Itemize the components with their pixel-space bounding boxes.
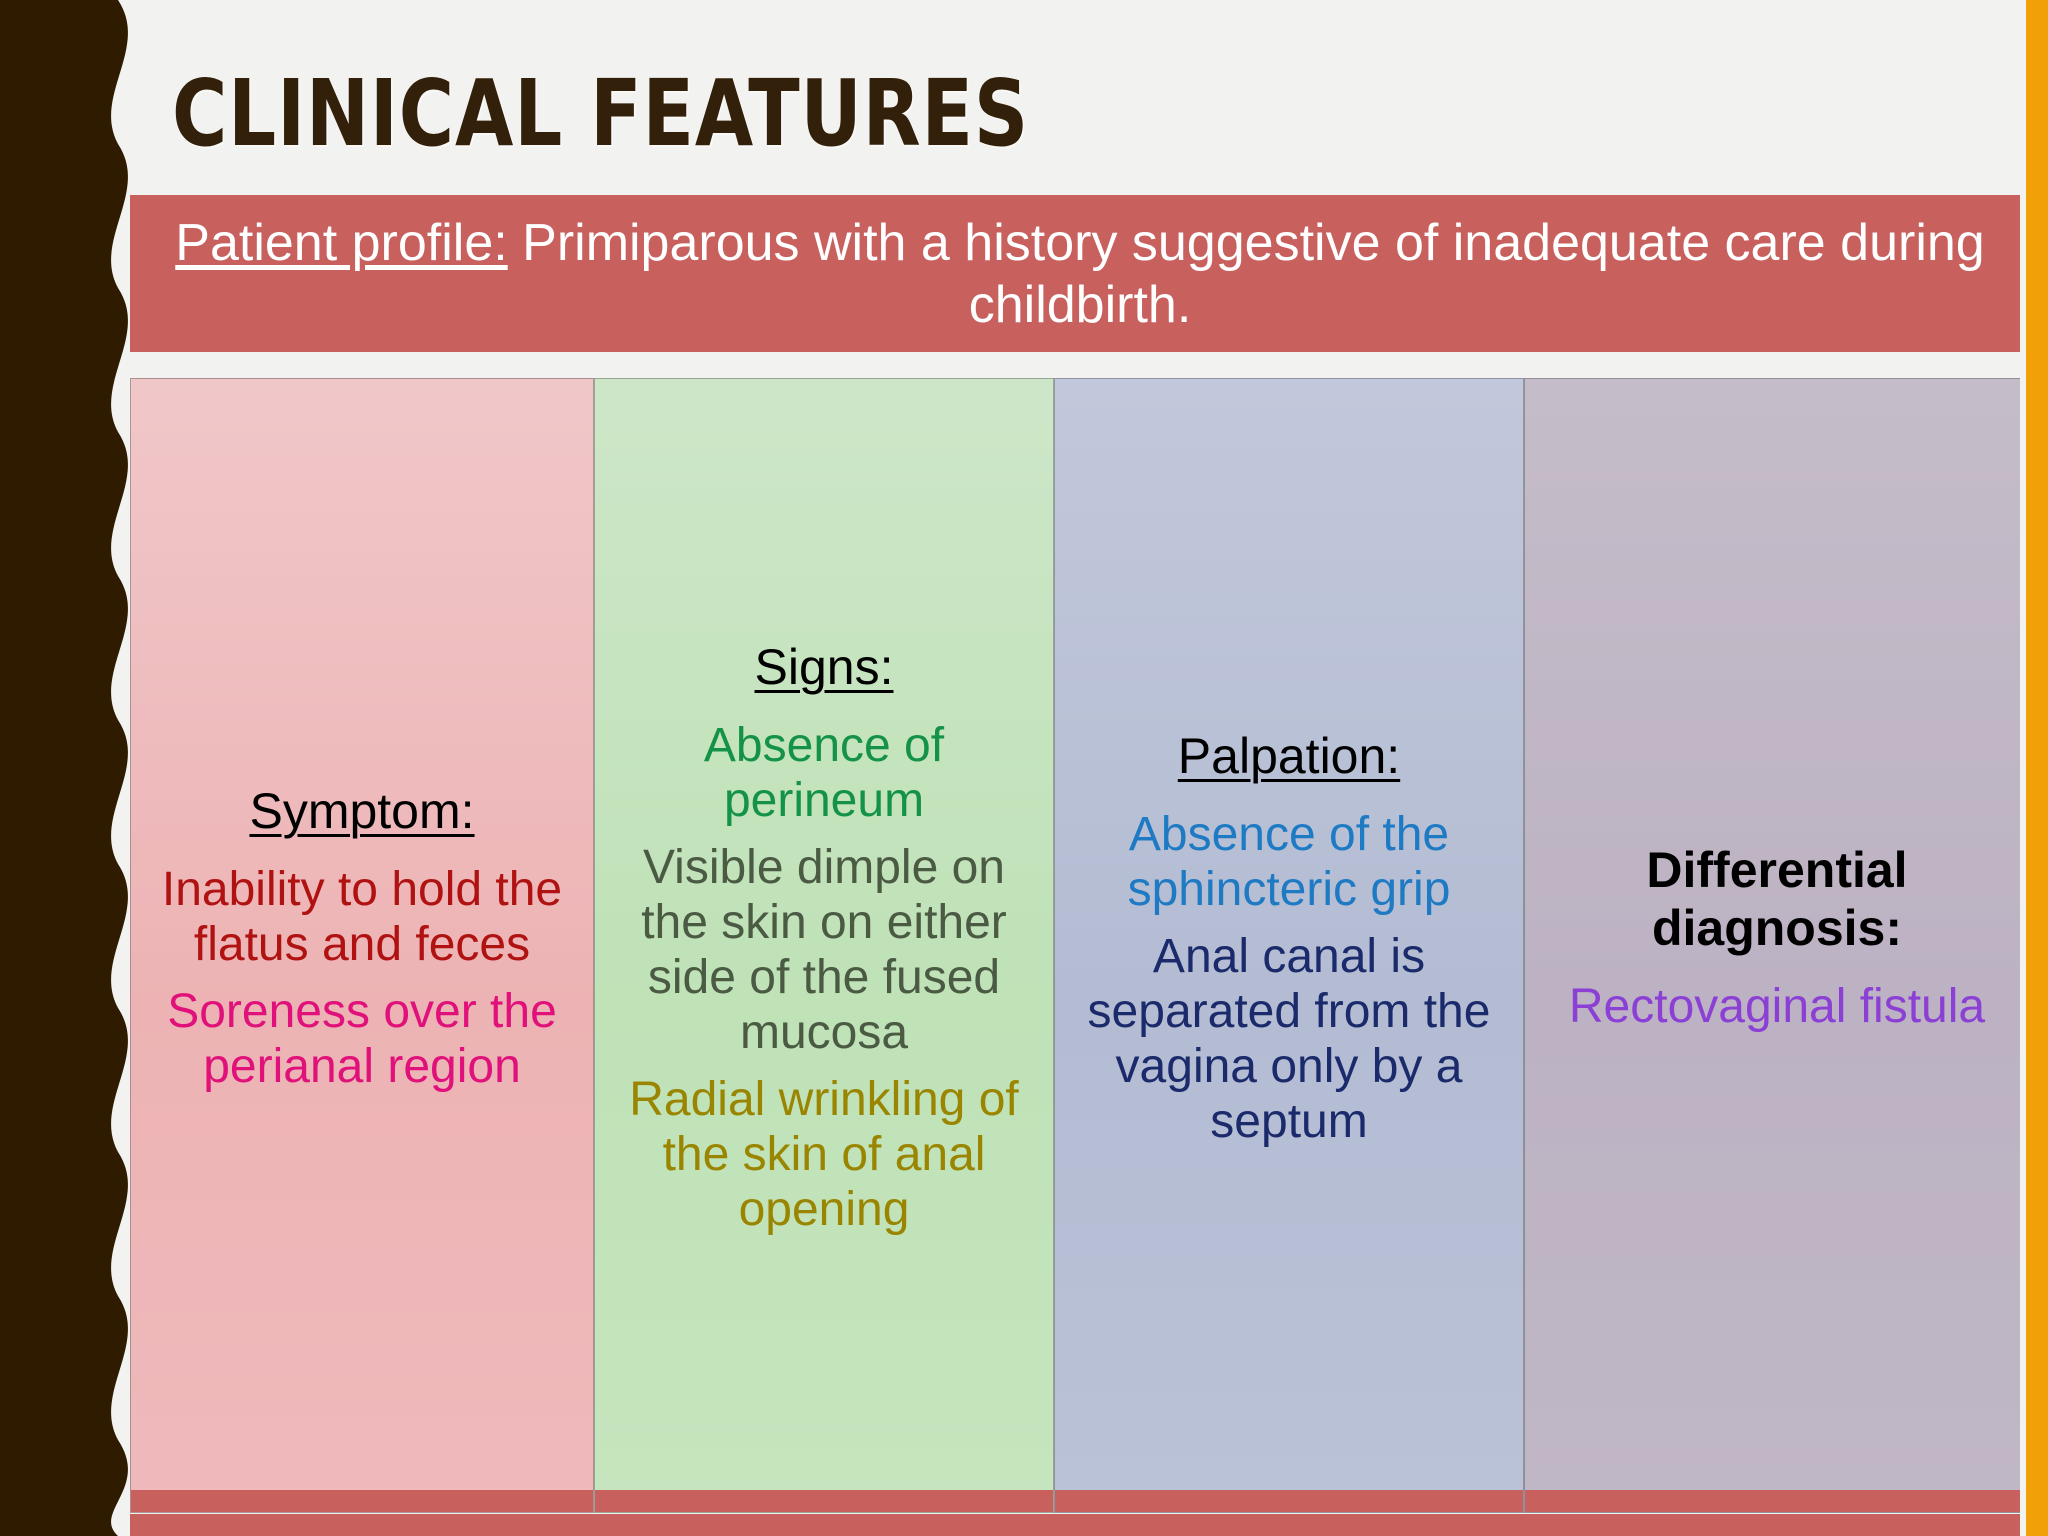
clinical-features-columns: Symptom: Inability to hold the flatus an… (130, 378, 2030, 1513)
column-palpation-heading: Palpation: (1177, 727, 1401, 784)
patient-profile-text: Primiparous with a history suggestive of… (507, 213, 1985, 334)
column-palpation-item-1: Absence of the sphincteric grip (1127, 807, 1451, 916)
right-stripe-gap (2020, 0, 2026, 1536)
right-accent-stripe (2026, 0, 2048, 1536)
column-palpation-item-2: Anal canal is separated from the vagina … (1087, 929, 1491, 1148)
column-signs-item-2: Visible dimple on the skin on either sid… (641, 841, 1007, 1059)
page-title: CLINICAL FEATURES (172, 60, 1030, 167)
column-symptom-item-1: Inability to hold the flatus and feces (161, 862, 563, 971)
left-wave-decoration (0, 0, 160, 1536)
column-signs-item-1: Absence of perineum (703, 719, 945, 827)
column-differential-diagnosis-footer-bar (1525, 1490, 2029, 1512)
column-signs: Signs: Absence of perineum Visible dimpl… (594, 378, 1054, 1513)
column-symptom-item-2: Soreness over the perianal region (167, 984, 557, 1093)
column-symptom-heading: Symptom: (249, 782, 475, 839)
column-differential-diagnosis-item-1: Rectovaginal fistula (1568, 980, 1986, 1033)
bottom-accent-band (130, 1514, 2030, 1536)
column-palpation: Palpation: Absence of the sphincteric gr… (1054, 378, 1524, 1513)
column-signs-item-3: Radial wrinkling of the skin of anal ope… (629, 1073, 1019, 1236)
column-signs-footer-bar (595, 1490, 1053, 1512)
column-symptom: Symptom: Inability to hold the flatus an… (130, 378, 594, 1513)
column-signs-heading: Signs: (754, 639, 894, 695)
column-differential-diagnosis: Differential diagnosis: Rectovaginal fis… (1524, 378, 2030, 1513)
column-palpation-footer-bar (1055, 1490, 1523, 1512)
column-differential-diagnosis-heading: Differential diagnosis: (1646, 842, 1908, 956)
patient-profile-banner: Patient profile: Primiparous with a hist… (130, 195, 2030, 352)
column-symptom-footer-bar (131, 1490, 593, 1512)
patient-profile-label: Patient profile: (175, 213, 508, 272)
